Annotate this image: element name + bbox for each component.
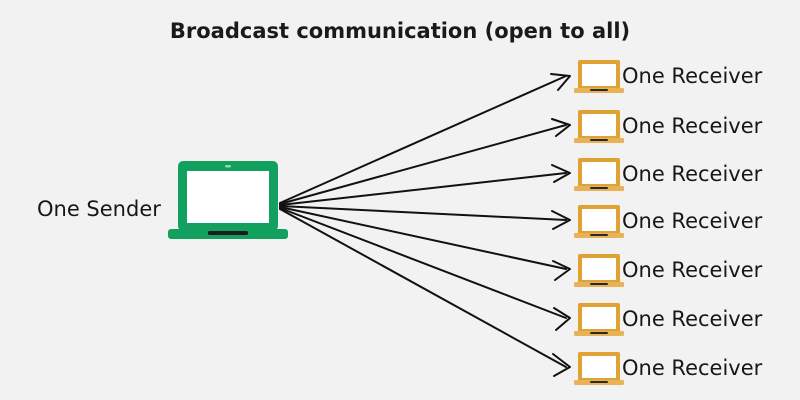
arrow-head-icon (551, 164, 571, 183)
receiver-label: One Receiver (622, 114, 763, 138)
broadcast-arrow-5 (279, 206, 571, 281)
receiver-label: One Receiver (622, 356, 763, 380)
receiver-label: One Receiver (622, 162, 763, 186)
receiver-laptop-trackpad (590, 139, 608, 141)
arrow-line (279, 172, 567, 206)
receiver-laptop-trackpad (590, 187, 608, 189)
receiver-laptop-screen (582, 162, 616, 184)
receiver-label: One Receiver (622, 258, 763, 282)
receiver-laptop-icon (574, 158, 624, 191)
arrow-group (279, 73, 571, 377)
broadcast-arrow-1 (279, 73, 571, 204)
broadcast-arrow-2 (279, 118, 571, 205)
receiver-laptop-icon (574, 303, 624, 336)
sender-label: One Sender (37, 197, 161, 221)
receiver-node-6[interactable]: One Receiver (574, 303, 763, 336)
arrow-head-icon (552, 353, 571, 377)
arrow-head-icon (553, 307, 571, 331)
arrow-line (279, 208, 567, 368)
receiver-node-5[interactable]: One Receiver (574, 254, 763, 287)
broadcast-arrow-4 (279, 205, 571, 230)
receiver-node-2[interactable]: One Receiver (574, 110, 763, 143)
arrow-line (279, 206, 567, 270)
receiver-laptop-screen (582, 356, 616, 378)
broadcast-arrow-6 (279, 207, 571, 331)
receiver-node-4[interactable]: One Receiver (574, 205, 763, 238)
receiver-laptop-trackpad (590, 332, 608, 334)
receiver-node-7[interactable]: One Receiver (574, 352, 763, 385)
receiver-label: One Receiver (622, 209, 763, 233)
sender-laptop-screen (187, 171, 269, 223)
receiver-laptop-screen (582, 114, 616, 136)
arrow-line (279, 124, 567, 205)
broadcast-arrow-7 (279, 208, 571, 377)
receiver-laptop-screen (582, 307, 616, 329)
sender-laptop-trackpad (208, 231, 248, 235)
arrow-line (279, 75, 567, 204)
receiver-laptop-icon (574, 60, 624, 93)
receiver-label: One Receiver (622, 307, 763, 331)
receiver-laptop-icon (574, 254, 624, 287)
sender-laptop-icon[interactable] (168, 161, 288, 239)
receiver-laptop-icon (574, 205, 624, 238)
sender-laptop-camera (225, 165, 231, 168)
receiver-laptop-screen (582, 64, 616, 86)
receiver-laptop-trackpad (590, 234, 608, 236)
receiver-laptop-trackpad (590, 283, 608, 285)
receiver-laptop-icon (574, 110, 624, 143)
arrow-head-icon (551, 210, 571, 230)
diagram-title: Broadcast communication (open to all) (170, 19, 630, 43)
arrow-line (279, 207, 567, 319)
receiver-laptop-icon (574, 352, 624, 385)
broadcast-arrow-3 (279, 164, 571, 206)
receiver-laptop-trackpad (590, 381, 608, 383)
receiver-node-3[interactable]: One Receiver (574, 158, 763, 191)
arrow-head-icon (552, 260, 571, 281)
arrow-head-icon (550, 73, 571, 91)
receiver-laptop-screen (582, 209, 616, 231)
receiver-label: One Receiver (622, 64, 763, 88)
receiver-laptop-trackpad (590, 89, 608, 91)
arrow-head-icon (551, 118, 571, 137)
receiver-node-1[interactable]: One Receiver (574, 60, 763, 93)
arrow-line (279, 205, 567, 221)
receiver-laptop-screen (582, 258, 616, 280)
